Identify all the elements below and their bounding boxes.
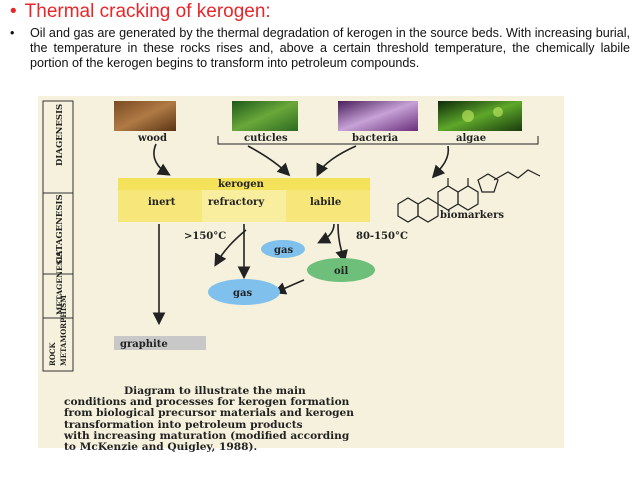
source-bacteria: bacteria bbox=[352, 133, 399, 144]
kerogen-labile-box bbox=[286, 190, 370, 222]
algae-cell bbox=[462, 110, 474, 122]
slide-title: • Thermal cracking of kerogen: bbox=[10, 1, 271, 23]
arrow-bacteria-kerogen bbox=[316, 145, 357, 177]
algae-cell bbox=[493, 107, 503, 117]
kerogen-labile: labile bbox=[310, 197, 341, 208]
stage-diagenesis: DIAGENESIS bbox=[55, 104, 65, 166]
stage-metamorphism: METAMORPHISM bbox=[59, 295, 68, 366]
kerogen-refractory-box bbox=[202, 190, 286, 222]
gas-upper-ellipse bbox=[261, 240, 305, 258]
caption-line: Diagram to illustrate the main bbox=[124, 385, 306, 397]
algae-image bbox=[438, 101, 522, 131]
caption-line: from biological precursor materials and … bbox=[64, 407, 355, 420]
arrow-algae-biomarkers bbox=[431, 145, 450, 179]
source-cuticles: cuticles bbox=[244, 133, 288, 144]
caption-line: to McKenzie and Quigley, 1988). bbox=[64, 441, 258, 454]
diagram-svg: DIAGENESIS CATAGENESIS METAGENESIS ROCK … bbox=[42, 100, 541, 372]
stage-rock: ROCK bbox=[48, 342, 57, 366]
arrow-oil-gas bbox=[273, 279, 305, 295]
kerogen-inert: inert bbox=[148, 197, 176, 208]
cuticles-image bbox=[232, 101, 298, 131]
arrow-refractory-graphite bbox=[214, 229, 247, 267]
oil-ellipse bbox=[307, 258, 375, 282]
gas-lower-label: gas bbox=[233, 288, 252, 299]
source-algae: algae bbox=[456, 133, 486, 144]
body-bullet: • Oil and gas are generated by the therm… bbox=[10, 26, 630, 71]
kerogen-diagram: DIAGENESIS CATAGENESIS METAGENESIS ROCK … bbox=[38, 96, 564, 453]
kerogen-refractory: refractory bbox=[208, 197, 265, 208]
kerogen-title: kerogen bbox=[218, 179, 265, 190]
kerogen-title-bar bbox=[118, 178, 370, 190]
body-text: Oil and gas are generated by the thermal… bbox=[30, 26, 630, 70]
gas-lower-ellipse bbox=[208, 279, 280, 305]
bacteria-image bbox=[338, 101, 418, 131]
arrow-wood-kerogen bbox=[153, 143, 171, 176]
temp-range: 80-150°C bbox=[356, 231, 408, 242]
oil-label: oil bbox=[334, 266, 348, 277]
arrow-sources-kerogen bbox=[247, 145, 291, 177]
title-bullet: • bbox=[10, 1, 17, 22]
gas-upper-label: gas bbox=[274, 245, 293, 256]
caption-line: conditions and processes for kerogen for… bbox=[64, 396, 350, 409]
body-bullet-symbol: • bbox=[10, 26, 15, 40]
graphite-box bbox=[114, 336, 206, 350]
slide-title-text: Thermal cracking of kerogen: bbox=[24, 1, 271, 22]
arrow-labile-gas bbox=[317, 223, 335, 244]
figure-caption: Diagram to illustrate the main condition… bbox=[64, 385, 504, 454]
stage-column bbox=[42, 100, 74, 372]
source-bracket bbox=[217, 136, 539, 145]
graphite-label: graphite bbox=[120, 339, 168, 350]
stage-metagenesis: METAGENESIS bbox=[55, 251, 64, 315]
kerogen-inert-box bbox=[118, 190, 202, 222]
stage-catagenesis: CATAGENESIS bbox=[55, 194, 65, 264]
arrow-labile-oil bbox=[335, 223, 348, 264]
biomarker-molecule bbox=[397, 169, 541, 223]
wood-image bbox=[114, 101, 176, 131]
temp-high: >150°C bbox=[184, 231, 226, 242]
source-wood: wood bbox=[137, 133, 167, 144]
caption-line: transformation into petroleum products bbox=[64, 418, 303, 431]
biomarkers-label: biomarkers bbox=[440, 210, 504, 221]
caption-line: with increasing maturation (modified acc… bbox=[64, 429, 350, 442]
